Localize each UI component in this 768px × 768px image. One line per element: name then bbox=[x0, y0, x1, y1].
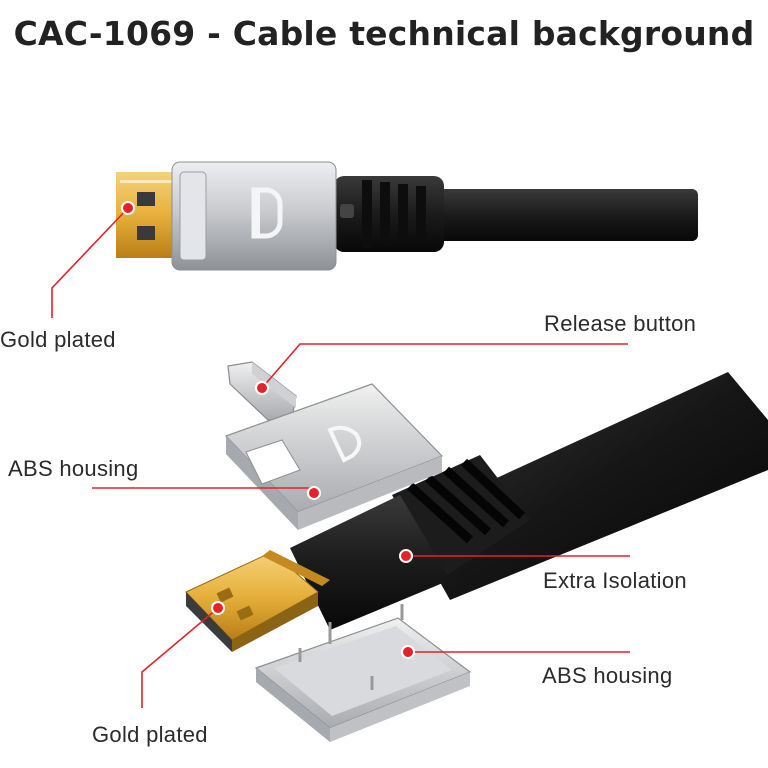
callout-dots bbox=[121, 201, 415, 659]
displayport-logo-icon bbox=[251, 187, 283, 239]
strain-relief-top bbox=[334, 176, 444, 252]
callout-line-release bbox=[261, 343, 628, 389]
callout-line-gold-top bbox=[51, 207, 129, 318]
exploded-connector bbox=[185, 361, 768, 742]
label-gold-plated-bottom: Gold plated bbox=[92, 722, 208, 747]
silver-housing-top bbox=[171, 161, 337, 271]
callout-dot-abs-bottom bbox=[401, 645, 415, 659]
callout-dot-gold-bottom bbox=[211, 601, 225, 615]
displayport-logo-icon bbox=[327, 425, 362, 463]
gold-plug-top bbox=[116, 172, 178, 258]
abs-housing-bottom-part bbox=[254, 604, 472, 742]
callout-dot-abs-top bbox=[307, 486, 321, 500]
page-title: CAC-1069 - Cable technical background bbox=[13, 14, 755, 53]
label-gold-plated-top: Gold plated bbox=[0, 327, 116, 352]
callout-dot-release bbox=[255, 381, 269, 395]
cable-top bbox=[430, 189, 698, 241]
label-abs-housing-top: ABS housing bbox=[8, 456, 139, 481]
callout-line-gold-bottom bbox=[141, 607, 219, 708]
assembled-connector bbox=[116, 161, 698, 271]
cable-bottom bbox=[405, 372, 768, 600]
abs-housing-top-part bbox=[224, 383, 444, 530]
callout-dot-isolation bbox=[399, 549, 413, 563]
label-release-button: Release button bbox=[544, 311, 697, 336]
extra-isolation-block bbox=[290, 495, 450, 630]
gold-plug-bottom bbox=[185, 550, 330, 652]
callout-lines bbox=[51, 207, 630, 708]
label-extra-isolation: Extra Isolation bbox=[543, 568, 687, 593]
callout-dot-gold-top bbox=[121, 201, 135, 215]
label-abs-housing-bottom: ABS housing bbox=[542, 663, 673, 688]
